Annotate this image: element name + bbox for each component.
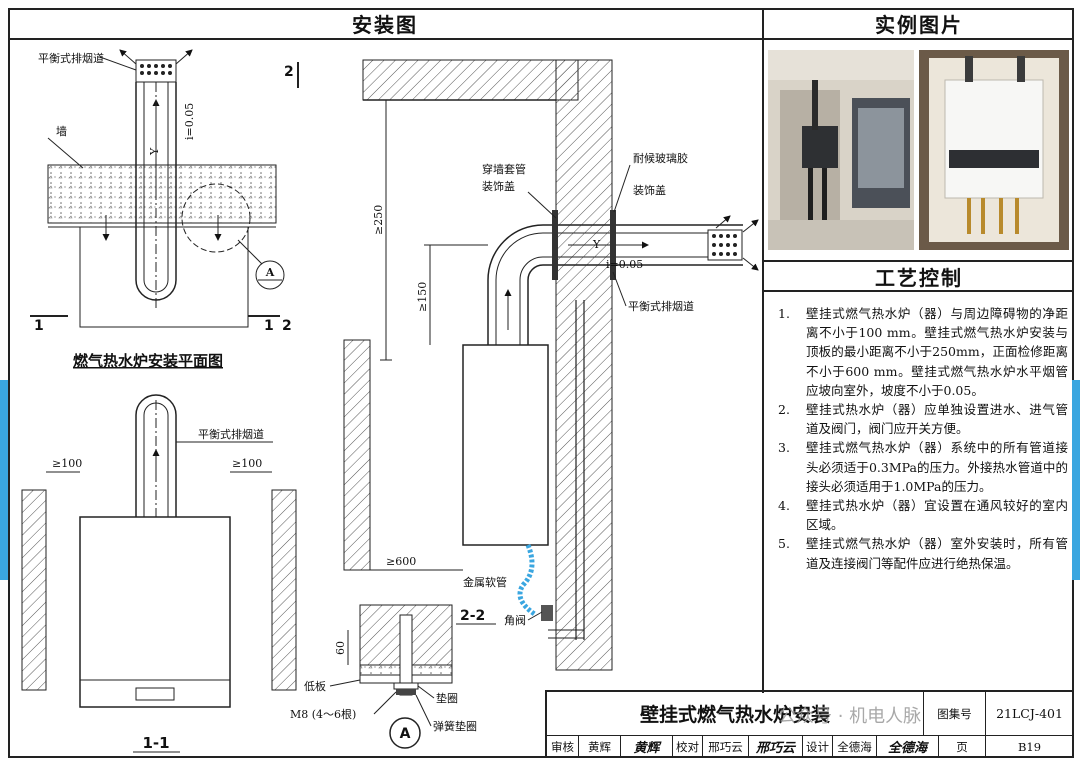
checker-signature: 邢巧云 bbox=[749, 736, 803, 758]
left-edge-tab bbox=[0, 380, 8, 580]
reviewer-name: 黄辉 bbox=[579, 736, 621, 758]
decor-cover-label-2: 装饰盖 bbox=[633, 183, 666, 197]
section-1-right: 1 bbox=[264, 318, 274, 334]
photo-panel bbox=[764, 40, 1074, 262]
atlas-number: 21LCJ-401 bbox=[986, 692, 1074, 736]
photo-2-image bbox=[919, 50, 1069, 250]
install-header: 安装图 bbox=[8, 8, 762, 40]
design-label: 设计 bbox=[803, 736, 833, 758]
process-item: 4.壁挂式热水炉（器）宜设置在通风较好的室内区域。 bbox=[778, 498, 1068, 533]
dim-60: 60 bbox=[334, 641, 347, 655]
detail-a-ref: A bbox=[265, 266, 275, 279]
photos-header: 实例图片 bbox=[764, 8, 1074, 40]
wall-label: 墙 bbox=[56, 124, 67, 138]
plan-view: A 平衡式排烟道 墙 i=0.05 Y 1 1 2 2 燃气热水炉安装平面图 bbox=[30, 49, 299, 370]
detail-a: 60 低板 M8 (4～6根) 垫圈 弹簧垫圈 A bbox=[290, 604, 477, 749]
washer-label: 垫圈 bbox=[436, 691, 458, 705]
plan-title: 燃气热水炉安装平面图 bbox=[73, 352, 223, 370]
page-number: B19 bbox=[986, 736, 1074, 758]
metal-hose-label: 金属软管 bbox=[463, 575, 507, 589]
section-2-2-elevation: ≥250 ≥150 ≥600 i=0.05 Y 穿墙套管 装饰盖 耐候玻璃胶 装… bbox=[343, 59, 759, 671]
slope-label-1: i=0.05 bbox=[183, 103, 196, 140]
section-1-left: 1 bbox=[34, 318, 44, 334]
process-item: 2.壁挂式热水炉（器）应单独设置进水、进气管道及阀门，阀门应开关方便。 bbox=[778, 402, 1068, 437]
watermark: 公众号 · 机电人脉 bbox=[778, 706, 922, 727]
sealant-label: 耐候玻璃胶 bbox=[633, 151, 688, 165]
flow-y-2: Y bbox=[592, 238, 601, 251]
reviewer-signature: 黄辉 bbox=[621, 736, 673, 758]
atlas-label: 图集号 bbox=[924, 692, 986, 736]
review-label: 审核 bbox=[547, 736, 579, 758]
bottom-plate-label: 低板 bbox=[304, 679, 326, 693]
section-2-top: 2 bbox=[284, 64, 294, 80]
photo-1-image bbox=[768, 50, 914, 250]
clear-100-right: ≥100 bbox=[232, 457, 262, 470]
dim-250: ≥250 bbox=[372, 205, 385, 235]
process-list: 1.壁挂式燃气热水炉（器）与周边障碍物的净距离不小于100 mm。壁挂式燃气热水… bbox=[778, 304, 1068, 573]
balanced-flue-label-1: 平衡式排烟道 bbox=[38, 51, 104, 65]
dim-600: ≥600 bbox=[386, 555, 416, 568]
clear-100-left: ≥100 bbox=[52, 457, 82, 470]
spring-washer-label: 弹簧垫圈 bbox=[433, 719, 477, 733]
drawing-title: 壁挂式燃气热水炉安装 bbox=[547, 692, 924, 736]
angle-valve-label: 角阀 bbox=[504, 613, 526, 627]
dim-150: ≥150 bbox=[416, 282, 429, 312]
section-1-1-title: 1-1 bbox=[142, 734, 169, 752]
section-1-1: 平衡式排烟道 ≥100 ≥100 1-1 bbox=[21, 394, 297, 753]
section-2-2-title: 2-2 bbox=[460, 608, 485, 624]
page-label: 页 bbox=[939, 736, 986, 758]
process-item: 5.壁挂式燃气热水炉（器）室外安装时，所有管道及连接阀门等配件应进行绝热保温。 bbox=[778, 536, 1068, 571]
section-2-bottom: 2 bbox=[282, 318, 292, 334]
process-item: 1.壁挂式燃气热水炉（器）与周边障碍物的净距离不小于100 mm。壁挂式燃气热水… bbox=[778, 306, 1068, 398]
bolts-label: M8 (4～6根) bbox=[290, 707, 356, 721]
balanced-flue-label-2: 平衡式排烟道 bbox=[198, 427, 264, 441]
process-header: 工艺控制 bbox=[764, 262, 1074, 292]
install-drawing: A 平衡式排烟道 墙 i=0.05 Y 1 1 2 2 燃气热水炉安装平面图 bbox=[21, 49, 759, 753]
balanced-flue-label-3: 平衡式排烟道 bbox=[628, 299, 694, 313]
column-divider bbox=[762, 8, 764, 693]
designer-name: 全德海 bbox=[833, 736, 877, 758]
decor-cover-label-1: 装饰盖 bbox=[482, 179, 515, 193]
detail-a-label: A bbox=[400, 726, 411, 742]
title-block: 壁挂式燃气热水炉安装 图集号 21LCJ-401 审核 黄辉 黄辉 校对 邢巧云… bbox=[545, 690, 1074, 758]
checker-name: 邢巧云 bbox=[703, 736, 749, 758]
flow-y-1: Y bbox=[148, 147, 161, 156]
designer-signature: 全德海 bbox=[877, 736, 939, 758]
right-edge-tab bbox=[1072, 380, 1080, 580]
wall-sleeve-label: 穿墙套管 bbox=[482, 162, 526, 176]
slope-label-2: i=0.05 bbox=[606, 258, 643, 271]
check-label: 校对 bbox=[673, 736, 703, 758]
process-item: 3.壁挂式燃气热水炉（器）系统中的所有管道接头必须适于0.3MPa的压力。外接热… bbox=[778, 440, 1068, 494]
